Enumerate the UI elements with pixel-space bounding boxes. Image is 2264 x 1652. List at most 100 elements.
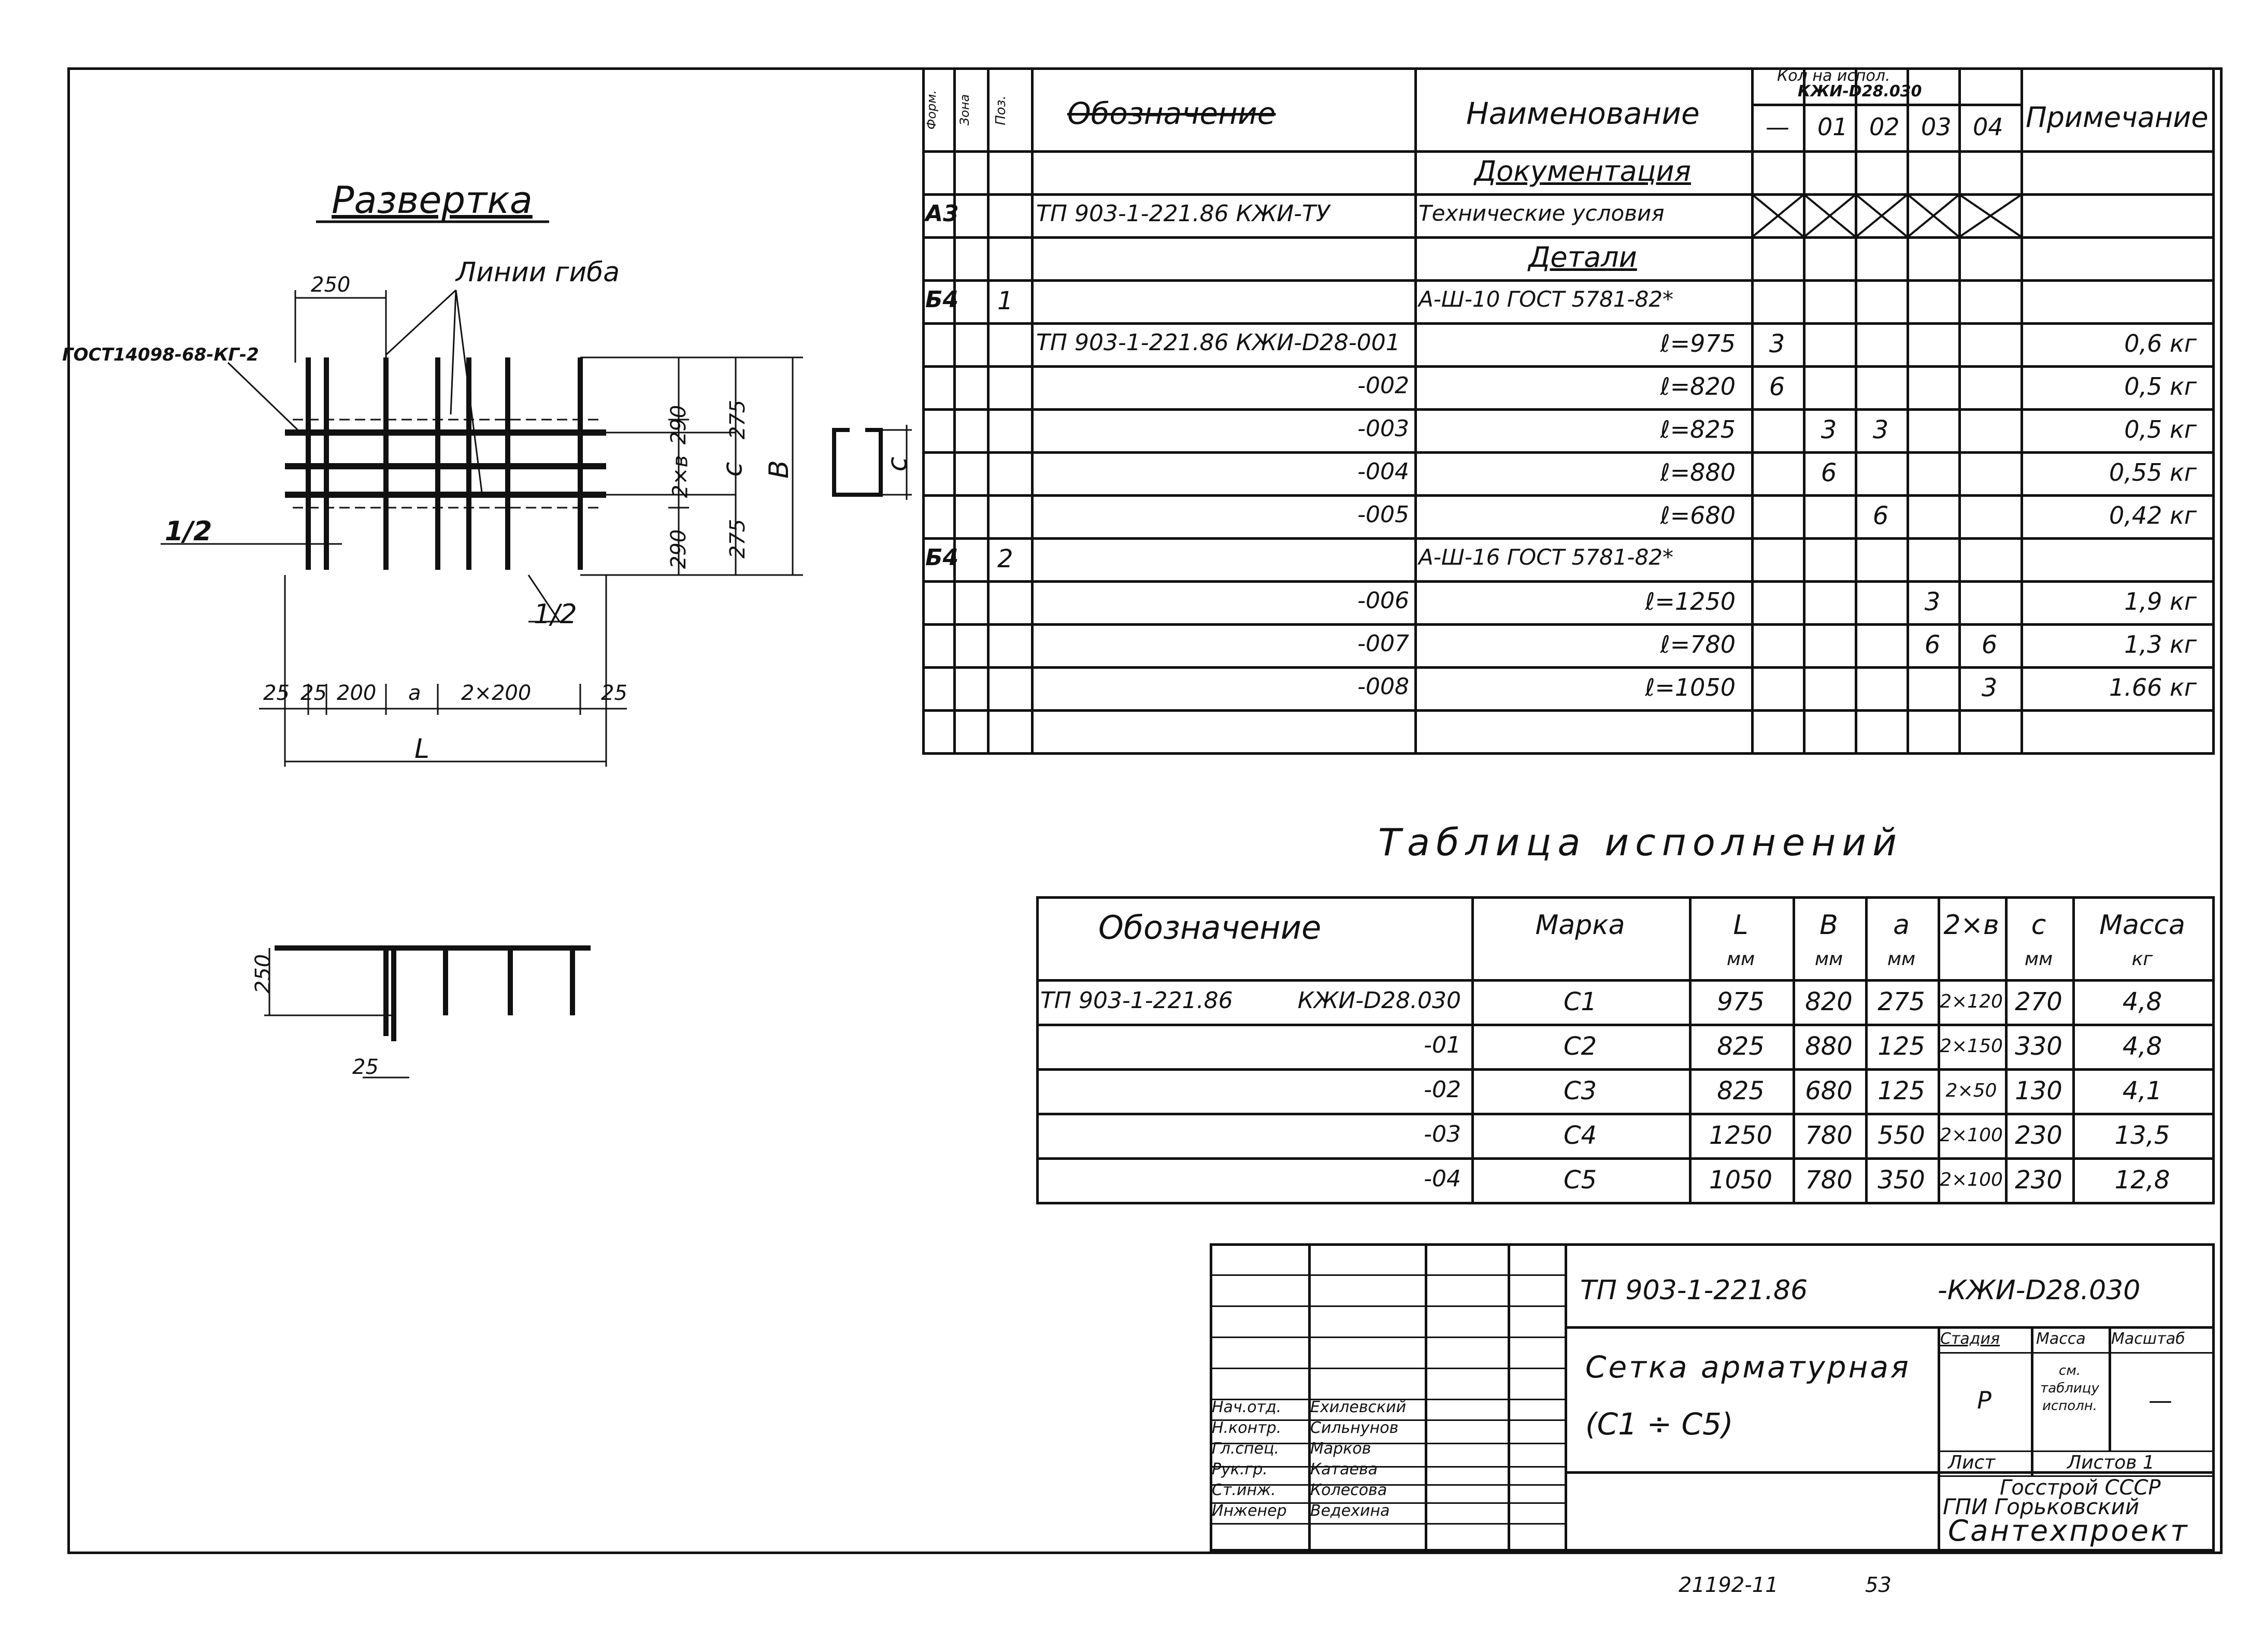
exec-row-code-left: ТП 903-1-221.86 — [1040, 987, 1233, 1014]
title-doc-code-right: -КЖИ-D28.030 — [1938, 1275, 2141, 1306]
bottom-dim-4: а — [408, 681, 421, 705]
position-1: 1/2 — [165, 516, 212, 547]
bend-lines-label: Линии гиба — [456, 257, 620, 288]
spec-row-note: 0,5 кг — [2124, 372, 2197, 400]
spec-row-section: Документация — [1474, 155, 1691, 188]
exec-header-3: В — [1819, 910, 1838, 941]
signer-role: Н.контр. — [1212, 1419, 1282, 1437]
spec-row-designation: ТП 903-1-221.86 КЖИ-ТУ — [1036, 200, 1330, 227]
spec-row-name: ℓ=780 — [1660, 630, 1736, 658]
exec-header-unit-3: мм — [1814, 949, 1843, 970]
spec-row-qty: 3 — [1872, 415, 1889, 444]
signer-name: Ехилевский — [1310, 1398, 1407, 1416]
bottom-dim-3: 200 — [337, 681, 377, 705]
spec-row-qty: 6 — [1872, 501, 1889, 530]
spec-row-designation: ТП 903-1-221.86 КЖИ-D28-001 — [1036, 329, 1400, 356]
cross-mark-icon — [1752, 194, 1803, 236]
title-name-line2: (С1 ÷ С5) — [1585, 1406, 1733, 1442]
exec-row-mark: С4 — [1563, 1121, 1597, 1150]
spec-row-designation: -004 — [1357, 458, 1409, 485]
spec-header-qty-1: 01 — [1817, 113, 1848, 141]
exec-row-L: 1050 — [1709, 1166, 1773, 1195]
exec-row-2b: 2×150 — [1940, 1036, 2003, 1057]
signer-name: Марков — [1310, 1440, 1371, 1458]
exec-row-code-right: -03 — [1424, 1121, 1461, 1147]
cross-mark-icon — [1959, 194, 2021, 236]
exec-header-1: Марка — [1535, 910, 1625, 941]
exec-row-a: 125 — [1878, 1032, 1925, 1061]
spec-row-note: 0,5 кг — [2124, 415, 2197, 443]
bottom-dim-2: 25 — [300, 681, 327, 705]
spec-header-qty-2: 02 — [1869, 113, 1900, 141]
exec-row-mark: С2 — [1563, 1032, 1597, 1061]
spec-row-qty: 6 — [1821, 458, 1837, 487]
exec-row-mark: С3 — [1563, 1076, 1597, 1105]
spec-row-qty: 3 — [1821, 415, 1837, 444]
spec-row-note: 1,3 кг — [2124, 630, 2197, 658]
exec-row-L: 975 — [1717, 987, 1765, 1016]
exec-row-code-right: -02 — [1424, 1076, 1461, 1103]
title-mass-value: см. таблицу исполн. — [2040, 1363, 2099, 1414]
title-scale-header: Масштаб — [2111, 1330, 2185, 1348]
spec-row-designation: -003 — [1357, 415, 1409, 442]
spec-row-note: 1.66 кг — [2109, 673, 2197, 701]
spec-header-qty-group: Кол на испол. — [1777, 67, 1890, 85]
title-scale-value: — — [2148, 1386, 2172, 1414]
spec-row-designation: -007 — [1357, 630, 1409, 657]
signer-name: Сильнунов — [1310, 1419, 1399, 1437]
spec-header-designation: Обозначение — [1067, 96, 1276, 131]
exec-row-c: 130 — [2015, 1076, 2062, 1105]
exec-row-a: 275 — [1878, 987, 1925, 1016]
drawing-title: Развертка — [332, 178, 533, 222]
inventory-number: 21192-11 — [1679, 1573, 1779, 1597]
spec-row-pos: 2 — [997, 544, 1013, 573]
exec-header-designation: Обозначение — [1098, 909, 1322, 946]
spec-header-qty-0: — — [1766, 113, 1789, 141]
exec-row-code-right: -01 — [1424, 1032, 1461, 1058]
spec-header-name: Наименование — [1466, 96, 1700, 131]
spec-row-designation: -005 — [1357, 501, 1409, 528]
title-sheet-label: Лист — [1948, 1452, 1996, 1473]
signer-role: Гл.спец. — [1212, 1440, 1279, 1458]
spec-row-qty: 6 — [1981, 630, 1998, 659]
exec-row-B: 680 — [1805, 1076, 1853, 1105]
title-sheets-label: Листов 1 — [2067, 1452, 2155, 1473]
exec-row-c: 230 — [2015, 1121, 2062, 1150]
exec-row-mass: 4,1 — [2122, 1076, 2162, 1105]
exec-header-unit-4: мм — [1887, 949, 1916, 970]
exec-row-2b: 2×100 — [1940, 1125, 2003, 1146]
signer-role: Ст.инж. — [1212, 1481, 1276, 1499]
signer-role: Инженер — [1212, 1502, 1287, 1520]
exec-row-a: 550 — [1878, 1121, 1925, 1150]
bottom-dim-6: 25 — [601, 681, 627, 705]
exec-row-code-right: КЖИ-D28.030 — [1297, 987, 1461, 1014]
spec-row-note: 0,6 кг — [2124, 329, 2197, 357]
spec-row-qty: 3 — [1981, 673, 1998, 702]
spec-row-section: Детали — [1528, 241, 1637, 274]
exec-row-L: 825 — [1717, 1032, 1765, 1061]
title-org-line1: Госстрой СССР — [2000, 1476, 2161, 1500]
exec-row-a: 350 — [1878, 1166, 1925, 1195]
exec-header-7: Масса — [2099, 910, 2185, 941]
exec-row-mass: 4,8 — [2122, 1032, 2162, 1061]
spec-header-qty-sub: КЖИ-D28.030 — [1798, 82, 1922, 100]
exec-header-unit-2: мм — [1726, 949, 1755, 970]
exec-row-c: 230 — [2015, 1166, 2062, 1195]
spec-row-name: ℓ=825 — [1660, 415, 1736, 443]
cross-mark-icon — [1856, 194, 1907, 236]
spec-row-designation: -008 — [1357, 673, 1409, 700]
exec-row-mass: 4,8 — [2122, 987, 2162, 1016]
gost-label: ГОСТ14098-68-КГ-2 — [62, 344, 259, 365]
title-org-line3: Сантехпроект — [1948, 1514, 2189, 1548]
spec-header-qty-3: 03 — [1921, 113, 1952, 141]
title-stage-value: Р — [1977, 1386, 1991, 1414]
exec-header-5: 2×в — [1943, 910, 1999, 941]
spec-row-format: А3 — [925, 200, 959, 227]
exec-row-mass: 13,5 — [2114, 1121, 2170, 1150]
spec-row-name: А-Ш-16 ГОСТ 5781-82* — [1418, 544, 1674, 570]
spec-row-name: ℓ=880 — [1660, 458, 1736, 486]
exec-row-a: 125 — [1878, 1076, 1925, 1105]
cross-mark-icon — [1804, 194, 1855, 236]
spec-header-qty-4: 04 — [1973, 113, 2003, 141]
spec-row-name: Технические условия — [1418, 200, 1665, 226]
